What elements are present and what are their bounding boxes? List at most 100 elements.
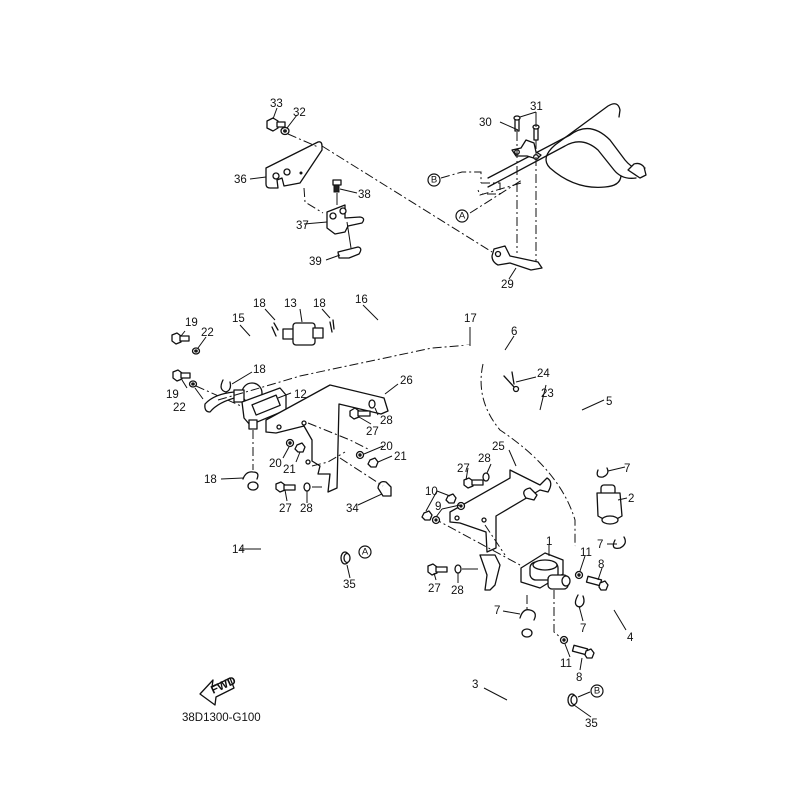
callout-18: 18 [253, 364, 266, 376]
plate-39 [337, 246, 362, 259]
callout-34: 34 [346, 503, 359, 515]
callout-18: 18 [313, 298, 326, 310]
callout-27: 27 [279, 503, 292, 515]
hose-23 [516, 395, 563, 424]
callout-28: 28 [380, 415, 393, 427]
hose-5 [560, 357, 601, 470]
bolt-8 [571, 644, 595, 659]
callout-28: 28 [451, 585, 464, 597]
callout-7: 7 [580, 623, 586, 635]
callout-7: 7 [597, 539, 603, 551]
callout-28: 28 [300, 503, 313, 515]
bolt-27 [463, 477, 484, 489]
air-filter-2 [596, 484, 623, 525]
callout-labels: 33 32 36 38 37 39 30 31 29 18 13 18 16 1… [166, 98, 634, 730]
joint-24 [503, 371, 520, 393]
svg-text:A: A [459, 211, 466, 222]
clamp-30 [511, 139, 542, 160]
callout-27: 27 [428, 583, 441, 595]
callout-29: 29 [501, 279, 514, 291]
callout-28: 28 [478, 453, 491, 465]
callout-4: 4 [627, 632, 634, 644]
bolt-19 [171, 332, 190, 345]
clamp-18 [329, 319, 335, 333]
hose-6 [481, 346, 516, 374]
callout-3: 3 [472, 679, 478, 691]
callout-8: 8 [598, 559, 604, 571]
reed-valve-12 [204, 382, 287, 430]
callout-13: 13 [284, 298, 297, 310]
callout-6: 6 [511, 326, 517, 338]
svg-text:B: B [431, 175, 437, 186]
washer-32 [280, 126, 290, 136]
callout-2: 2 [628, 493, 634, 505]
bolt-27 [275, 481, 296, 493]
bolts-31 [513, 115, 540, 141]
callout-35: 35 [343, 579, 356, 591]
clamp-7 [519, 609, 536, 621]
callout-22: 22 [173, 402, 186, 414]
frame-tube [487, 103, 647, 189]
callout-leaders [180, 107, 628, 718]
nut-11 [574, 570, 584, 580]
callout-35: 35 [585, 718, 598, 730]
callout-23: 23 [541, 388, 554, 400]
callout-19: 19 [166, 389, 179, 401]
washer-28 [454, 564, 462, 574]
drawing-code: 38D1300-G100 [182, 712, 261, 724]
bracket-29 [491, 245, 543, 271]
callout-20: 20 [269, 458, 282, 470]
bracket-37 [326, 204, 365, 235]
clamp-18 [271, 322, 279, 337]
callout-5: 5 [606, 396, 612, 408]
air-valve-1 [520, 545, 577, 590]
callout-12: 12 [294, 389, 307, 401]
callout-21: 21 [394, 451, 407, 463]
callout-33: 33 [270, 98, 283, 110]
callout-7: 7 [624, 463, 630, 475]
callout-31: 31 [530, 101, 543, 113]
ref-marker-B-bottom: B [590, 684, 604, 698]
callout-11: 11 [580, 547, 592, 559]
callout-17: 17 [464, 313, 477, 325]
callout-18: 18 [253, 298, 266, 310]
clamp-18 [242, 471, 259, 480]
clamp-35 [340, 551, 351, 565]
callout-1: 1 [546, 536, 552, 548]
nut-10 [445, 493, 457, 504]
callout-30: 30 [479, 117, 492, 129]
washer-28 [368, 399, 376, 409]
hose-16 [337, 311, 437, 331]
washer-28 [482, 472, 490, 482]
callout-9: 9 [435, 501, 441, 513]
bolt-38 [332, 179, 342, 193]
callout-18: 18 [204, 474, 217, 486]
callout-14: 14 [232, 544, 245, 556]
nut-11 [559, 635, 569, 645]
hose-15 [198, 324, 271, 389]
callout-10: 10 [425, 486, 438, 498]
clamp-7 [596, 467, 609, 478]
callout-24: 24 [537, 368, 550, 380]
callout-7: 7 [494, 605, 500, 617]
hose-3 [501, 629, 566, 730]
hose-14 [248, 481, 340, 591]
ref-marker-B-top: B [427, 171, 482, 187]
bracket-26 [265, 384, 389, 493]
check-valve-13 [282, 322, 324, 346]
washer-22 [188, 380, 198, 388]
fwd-arrow-icon: FWD [199, 675, 238, 706]
hose-4 [595, 561, 631, 610]
nut-21 [294, 442, 306, 453]
washer-9 [456, 501, 466, 511]
callout-19: 19 [185, 317, 198, 329]
nut-21 [367, 457, 379, 468]
clip-34 [377, 480, 392, 497]
callout-22: 22 [201, 327, 214, 339]
callout-27: 27 [366, 426, 379, 438]
callout-32: 32 [293, 107, 306, 119]
callout-27: 27 [457, 463, 470, 475]
callout-15: 15 [232, 313, 245, 325]
